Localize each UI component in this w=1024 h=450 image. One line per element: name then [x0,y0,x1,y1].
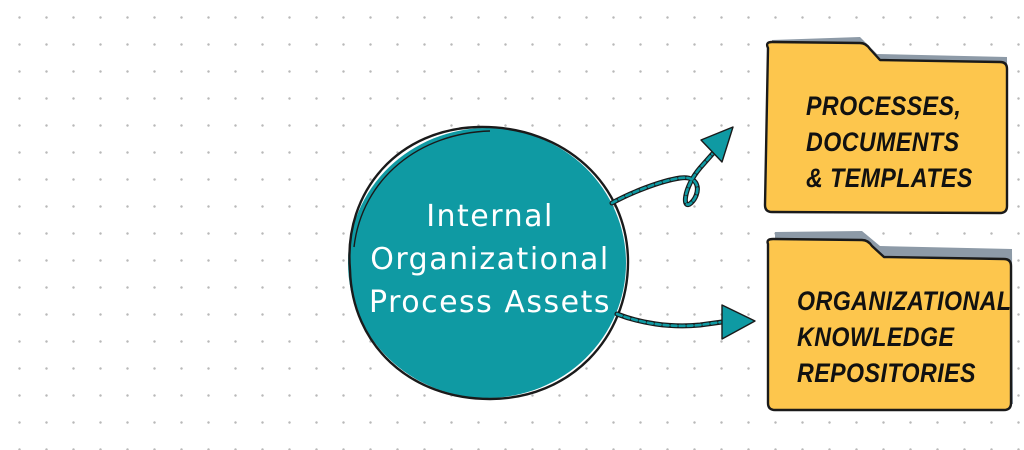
folder-body [763,40,1009,215]
arrow-to-processes [609,126,734,208]
folder-label-line: Documents [806,127,960,157]
circle-label-line: Internal [426,199,554,234]
folder-label-repositories: Organizational Knowledge Repositories [797,283,1012,391]
arrow-to-repositories [614,304,756,340]
circle-label-line: Process Assets [369,285,611,320]
folder-label-line: Processes, [806,91,962,121]
folder-label-line: Repositories [797,358,976,388]
folder-label-processes: Processes, Documents & Templates [806,88,973,196]
process-assets-circle [348,125,630,401]
folder-label-line: Knowledge [797,322,955,352]
circle-label: Internal Organizational Process Assets [355,195,625,324]
folder-label-line: & Templates [806,163,973,193]
folder-body [766,237,1013,412]
folder-label-line: Organizational [797,286,1012,316]
folder-processes [763,37,1009,215]
circle-label-line: Organizational [370,242,610,277]
folder-repositories [766,231,1013,412]
